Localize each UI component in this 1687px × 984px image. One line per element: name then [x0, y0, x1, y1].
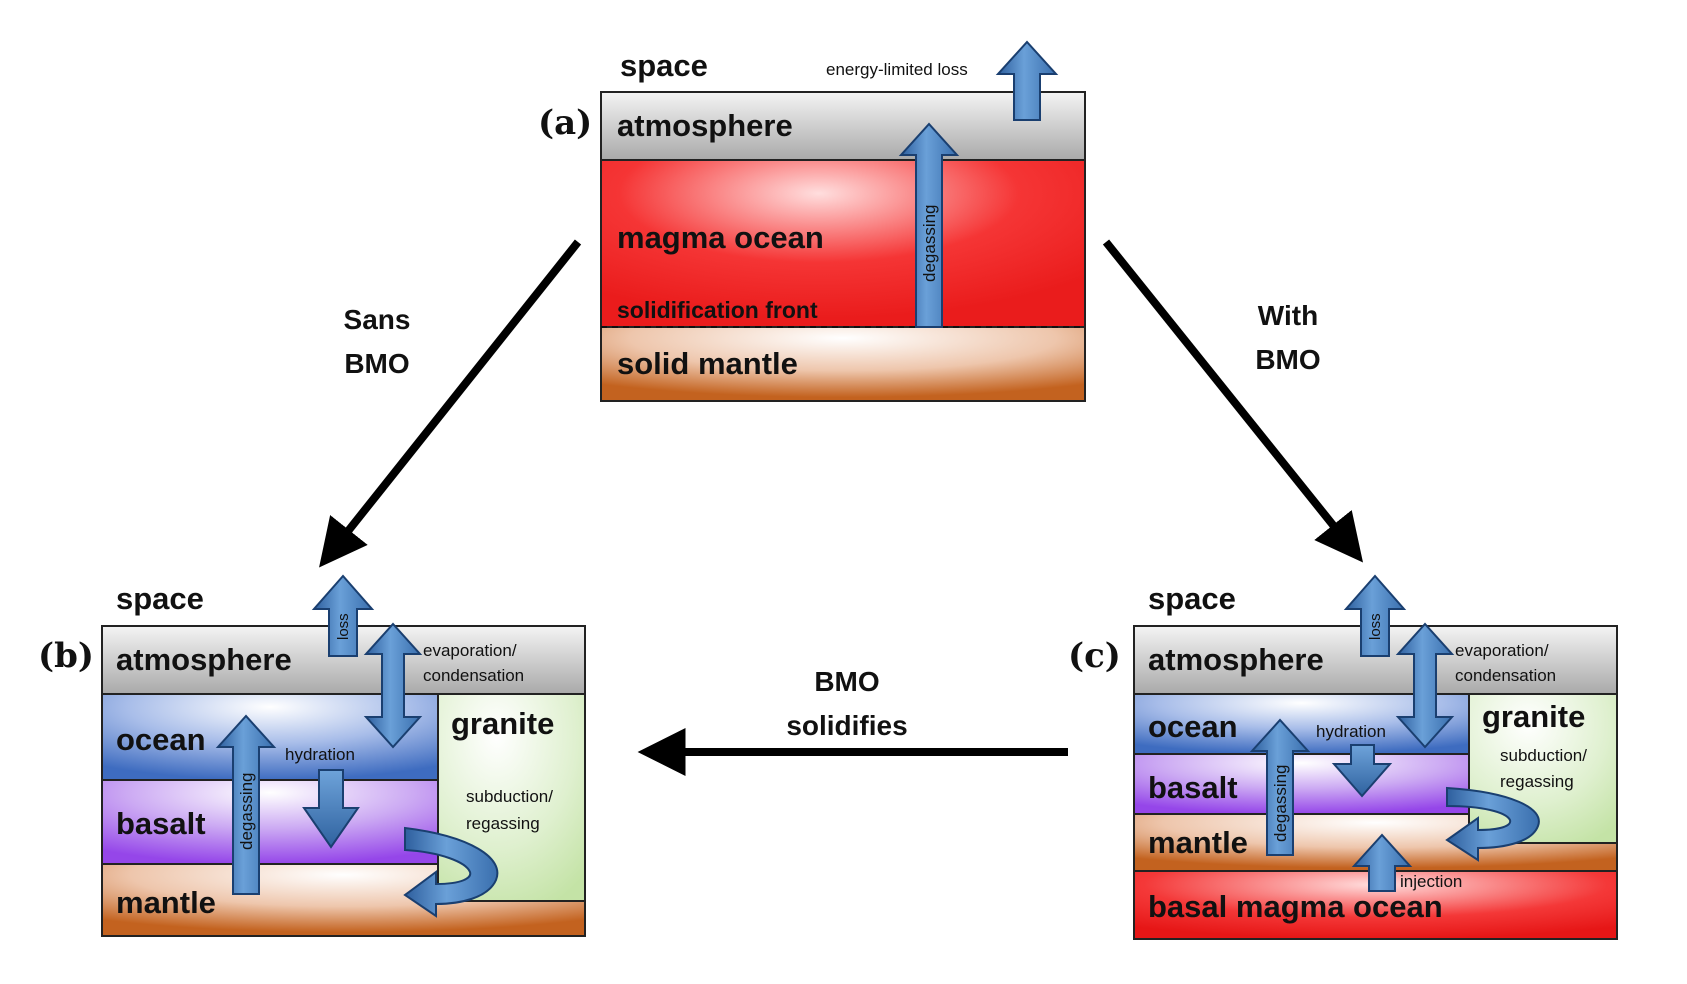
- with-bmo-label-2: BMO: [1255, 344, 1320, 375]
- degassing-label-a: degassing: [920, 204, 939, 282]
- subduction-label-b-1: subduction/: [466, 787, 553, 806]
- loss-label-b: loss: [335, 613, 352, 640]
- degassing-arrow-a: [898, 122, 960, 328]
- basalt-label-c: basalt: [1148, 770, 1238, 805]
- granite-layer-b: [437, 693, 586, 902]
- sans-bmo-label-2: BMO: [344, 348, 409, 379]
- atmosphere-label-a: atmosphere: [617, 108, 793, 143]
- energy-limited-loss-label: energy-limited loss: [826, 60, 968, 79]
- panel-label-c: (c): [1068, 636, 1121, 676]
- panel-a: space (a) atmosphere magma ocean solidif…: [538, 40, 1086, 402]
- injection-label: injection: [1400, 872, 1462, 891]
- hydration-arrow-b: [302, 769, 360, 849]
- injection-arrow: [1351, 833, 1413, 892]
- granite-label-c: granite: [1482, 699, 1585, 734]
- hydration-label-b: hydration: [285, 745, 355, 764]
- subduction-label-b-2: regassing: [466, 814, 540, 833]
- bmo-solidifies-label-2: solidifies: [786, 710, 907, 741]
- panel-label-a: (a): [538, 103, 592, 143]
- transitions: Sans BMO With BMO BMO solidifies: [319, 239, 1364, 776]
- basalt-layer-b: [101, 779, 439, 865]
- solid-mantle-label: solid mantle: [617, 346, 798, 381]
- subduction-label-c-2: regassing: [1500, 772, 1574, 791]
- magma-ocean-label: magma ocean: [617, 220, 824, 255]
- loss-arrow-b: [311, 574, 375, 657]
- ocean-label-b: ocean: [116, 722, 206, 757]
- panel-c: space (c) atmosphere evaporation/ conden…: [1068, 574, 1618, 940]
- energy-limited-loss-arrow: [995, 40, 1059, 121]
- granite-layer-c: [1468, 693, 1618, 844]
- mantle-label-b: mantle: [116, 885, 216, 920]
- basalt-layer-c: [1133, 753, 1470, 815]
- with-bmo-label-1: With: [1258, 300, 1318, 331]
- loss-arrow-c: [1343, 574, 1407, 657]
- bmo-solidifies-label-1: BMO: [814, 666, 879, 697]
- with-bmo-arrow: [1102, 239, 1364, 563]
- subduction-arrow-c: [1445, 786, 1540, 862]
- degassing-arrow-c: [1249, 718, 1311, 856]
- granite-label-b: granite: [451, 706, 554, 741]
- space-label-a: space: [620, 48, 708, 83]
- subduction-arrow-b: [403, 826, 499, 918]
- panel-b: space (b) atmosphere evaporation/ conden…: [38, 574, 586, 937]
- panel-label-b: (b): [38, 636, 94, 676]
- loss-label-c: loss: [1367, 613, 1384, 640]
- evaporation-label-b-1: evaporation/: [423, 641, 517, 660]
- evaporation-arrow-c: [1395, 622, 1455, 749]
- mantle-label-c: mantle: [1148, 825, 1248, 860]
- space-label-c: space: [1148, 581, 1236, 616]
- evaporation-label-b-2: condensation: [423, 666, 524, 685]
- basal-magma-ocean-label: basal magma ocean: [1148, 889, 1443, 924]
- degassing-label-b: degassing: [237, 772, 256, 850]
- ocean-label-c: ocean: [1148, 709, 1238, 744]
- hydration-label-c: hydration: [1316, 722, 1386, 741]
- basalt-label-b: basalt: [116, 806, 206, 841]
- sans-bmo-arrow: [319, 239, 582, 568]
- evaporation-label-c-2: condensation: [1455, 666, 1556, 685]
- atmosphere-layer-a: [600, 91, 1086, 161]
- evaporation-arrow-b: [363, 622, 423, 749]
- degassing-arrow-b: [215, 714, 277, 895]
- subduction-label-c-1: subduction/: [1500, 746, 1587, 765]
- atmosphere-label-c: atmosphere: [1148, 642, 1324, 677]
- atmosphere-label-b: atmosphere: [116, 642, 292, 677]
- magma-ocean-layer: [600, 159, 1086, 328]
- sans-bmo-label-1: Sans: [344, 304, 411, 335]
- space-label-b: space: [116, 581, 204, 616]
- evaporation-label-c-1: evaporation/: [1455, 641, 1549, 660]
- degassing-label-c: degassing: [1271, 764, 1290, 842]
- hydration-arrow-c: [1331, 744, 1393, 798]
- solidification-front-label: solidification front: [617, 297, 818, 323]
